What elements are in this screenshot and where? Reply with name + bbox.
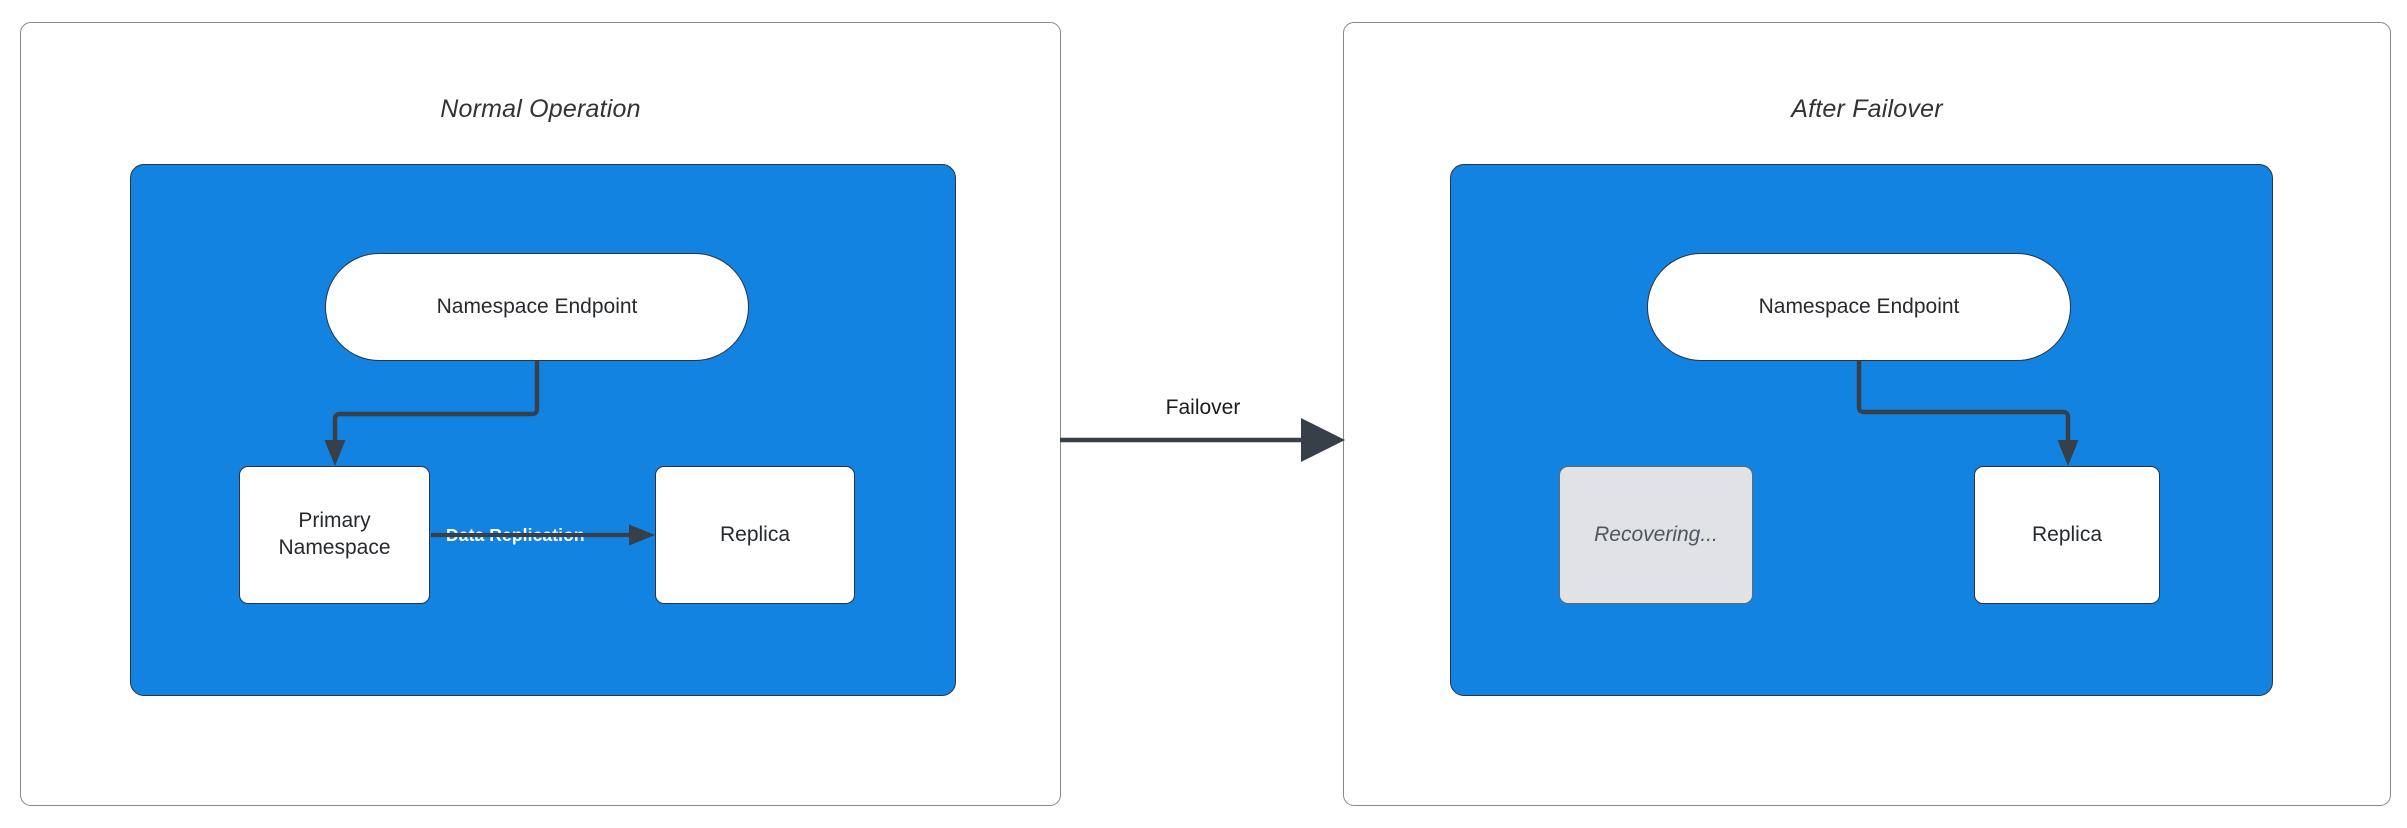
node-replica-failover[interactable]: Replica <box>1974 466 2160 604</box>
node-namespace-endpoint-normal[interactable]: Namespace Endpoint <box>325 253 749 361</box>
panel-title-normal-operation: Normal Operation <box>440 95 641 123</box>
node-namespace-endpoint-failover[interactable]: Namespace Endpoint <box>1647 253 2071 361</box>
node-primary-namespace[interactable]: Primary Namespace <box>239 466 430 604</box>
edge-failover-transition <box>1060 418 1345 462</box>
arrowhead-icon <box>1301 418 1345 462</box>
node-recovering[interactable]: Recovering... <box>1559 466 1753 604</box>
zone-after-failover <box>1450 164 2273 696</box>
node-replica-normal[interactable]: Replica <box>655 466 855 604</box>
zone-normal-operation <box>130 164 956 696</box>
edge-label-failover: Failover <box>1165 396 1241 419</box>
panel-title-after-failover: After Failover <box>1791 95 1943 123</box>
edge-label-data-replication: Data Replication <box>446 525 585 545</box>
